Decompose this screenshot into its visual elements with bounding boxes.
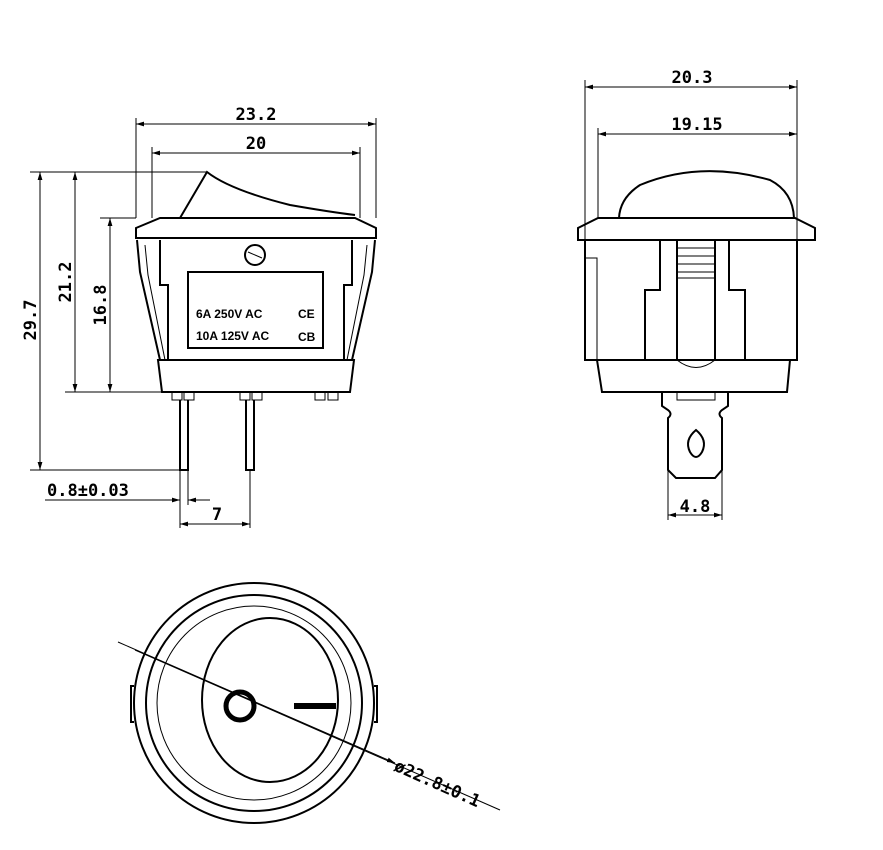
screw-icon [244,244,266,266]
dim-side-width-dome: 19.15 [671,115,722,135]
off-symbol-icon [223,689,257,723]
bottom-view: ø22.8±0.1 [117,582,501,824]
rocker-face [201,617,339,783]
body-sides [136,239,376,361]
flange [135,217,377,239]
dome [618,170,795,219]
rocker-actuator [179,170,356,219]
base [156,359,356,393]
rating-label [187,271,324,349]
cb-mark: CB [298,330,316,344]
ce-mark: CE [298,307,315,321]
dim-height-flange: 16.8 [91,285,111,326]
dim-pin-spacing: 7 [212,505,222,525]
dim-diameter: ø22.8±0.1 [391,756,483,812]
terminal [661,392,729,479]
outer-bezel [133,582,375,824]
dim-side-width-overall: 20.3 [672,68,713,88]
flange [577,217,816,241]
terminal-hole [687,428,705,458]
base [595,359,792,393]
label-line1: 6A 250V AC [196,307,263,321]
dim-height-body: 21.2 [56,262,76,303]
pin [245,400,255,471]
dim-terminal-width: 4.8 [680,497,711,517]
side-view: 20.3 19.15 4.8 [577,68,816,520]
dim-width-body: 20 [246,134,266,154]
pin [179,400,189,471]
front-view: 6A 250V AC 10A 125V AC CE CB 23.2 20 29.… [21,105,377,528]
side-clips [130,685,378,723]
dim-pin-thickness: 0.8±0.03 [47,481,129,501]
dim-width-overall: 23.2 [236,105,277,125]
label-line2: 10A 125V AC [196,329,269,343]
dim-height-overall: 29.7 [21,300,41,341]
